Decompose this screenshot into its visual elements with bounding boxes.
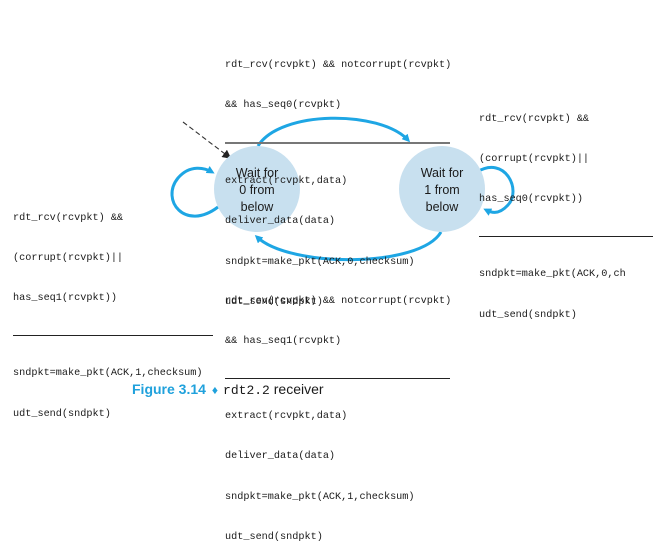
state-label-wait0-line1: Wait for bbox=[236, 166, 279, 180]
action-line: sndpkt=make_pkt(ACK,1,checksum) bbox=[13, 368, 203, 380]
action-line: sndpkt=make_pkt(ACK,0,checksum) bbox=[225, 256, 415, 268]
action-line: sndpkt=make_pkt(ACK,0,ch bbox=[479, 269, 626, 281]
event-line: (corrupt(rcvpkt)|| bbox=[479, 154, 590, 166]
state-label-wait0-line2: 0 from bbox=[239, 183, 274, 197]
initial-state-arrow bbox=[182, 121, 232, 159]
event-line: rdt_rcv(rcvpkt) && bbox=[13, 212, 124, 224]
action-line: udt_send(sndpkt) bbox=[13, 408, 111, 420]
action-line: extract(rcvpkt,data) bbox=[225, 411, 348, 423]
state-label-wait0-line3: below bbox=[241, 200, 275, 214]
transition-arrow-wait0-to-wait1 bbox=[256, 116, 411, 147]
event-line: (corrupt(rcvpkt)|| bbox=[13, 253, 124, 265]
action-line: deliver_data(data) bbox=[225, 451, 336, 463]
state-label-wait1-line1: Wait for bbox=[421, 166, 464, 180]
state-label-wait1-line3: below bbox=[426, 200, 460, 214]
action-line: deliver_data(data) bbox=[225, 216, 336, 228]
fsm-diagram: Wait for 0 from below Wait for 1 from be… bbox=[170, 116, 515, 262]
event-line: rdt_rcv(rcvpkt) && bbox=[479, 113, 590, 125]
event-action-divider bbox=[479, 236, 653, 238]
state-wait0: Wait for 0 from below bbox=[214, 146, 300, 232]
figure-caption: Figure 3.14 ♦ rdt2.2 receiver bbox=[132, 381, 324, 399]
transition-arrow-wait1-to-wait0 bbox=[254, 231, 443, 262]
state-circle-wait0 bbox=[214, 146, 300, 232]
self-loop-arrow-wait1 bbox=[476, 165, 515, 216]
event-line: rdt_rcv(rcvpkt) && notcorrupt(rcvpkt) bbox=[225, 295, 452, 307]
action-line: extract(rcvpkt,data) bbox=[225, 176, 348, 188]
transition-label-right-self: rdt_rcv(rcvpkt) && (corrupt(rcvpkt)|| ha… bbox=[479, 86, 653, 335]
event-action-divider bbox=[225, 378, 450, 380]
caption-text: receiver bbox=[269, 381, 324, 397]
action-line: udt_send(sndpkt) bbox=[479, 309, 577, 321]
state-circle-wait1 bbox=[399, 146, 485, 232]
figure-number: Figure 3.14 bbox=[132, 381, 206, 397]
event-line: && has_seq1(rcvpkt) bbox=[225, 336, 342, 348]
state-label-wait1-line2: 1 from bbox=[424, 183, 459, 197]
event-line: has_seq0(rcvpkt)) bbox=[479, 194, 583, 206]
diamond-separator-icon: ♦ bbox=[211, 383, 219, 397]
caption-code: rdt2.2 bbox=[223, 383, 270, 398]
transition-label-bottom: rdt_rcv(rcvpkt) && notcorrupt(rcvpkt) &&… bbox=[225, 268, 451, 558]
event-line: has_seq1(rcvpkt)) bbox=[13, 293, 117, 305]
action-line: udt_send(sndpkt) bbox=[225, 296, 323, 308]
action-line: sndpkt=make_pkt(ACK,1,checksum) bbox=[225, 491, 415, 503]
event-action-divider bbox=[13, 335, 213, 337]
self-loop-arrow-wait0 bbox=[170, 166, 219, 218]
transition-label-top: rdt_rcv(rcvpkt) && notcorrupt(rcvpkt) &&… bbox=[225, 32, 451, 323]
event-line: && has_seq0(rcvpkt) bbox=[225, 100, 342, 112]
event-action-divider bbox=[225, 142, 450, 145]
event-line: rdt_rcv(rcvpkt) && notcorrupt(rcvpkt) bbox=[225, 59, 452, 71]
action-line: udt_send(sndpkt) bbox=[225, 531, 323, 543]
state-wait1: Wait for 1 from below bbox=[399, 146, 485, 232]
